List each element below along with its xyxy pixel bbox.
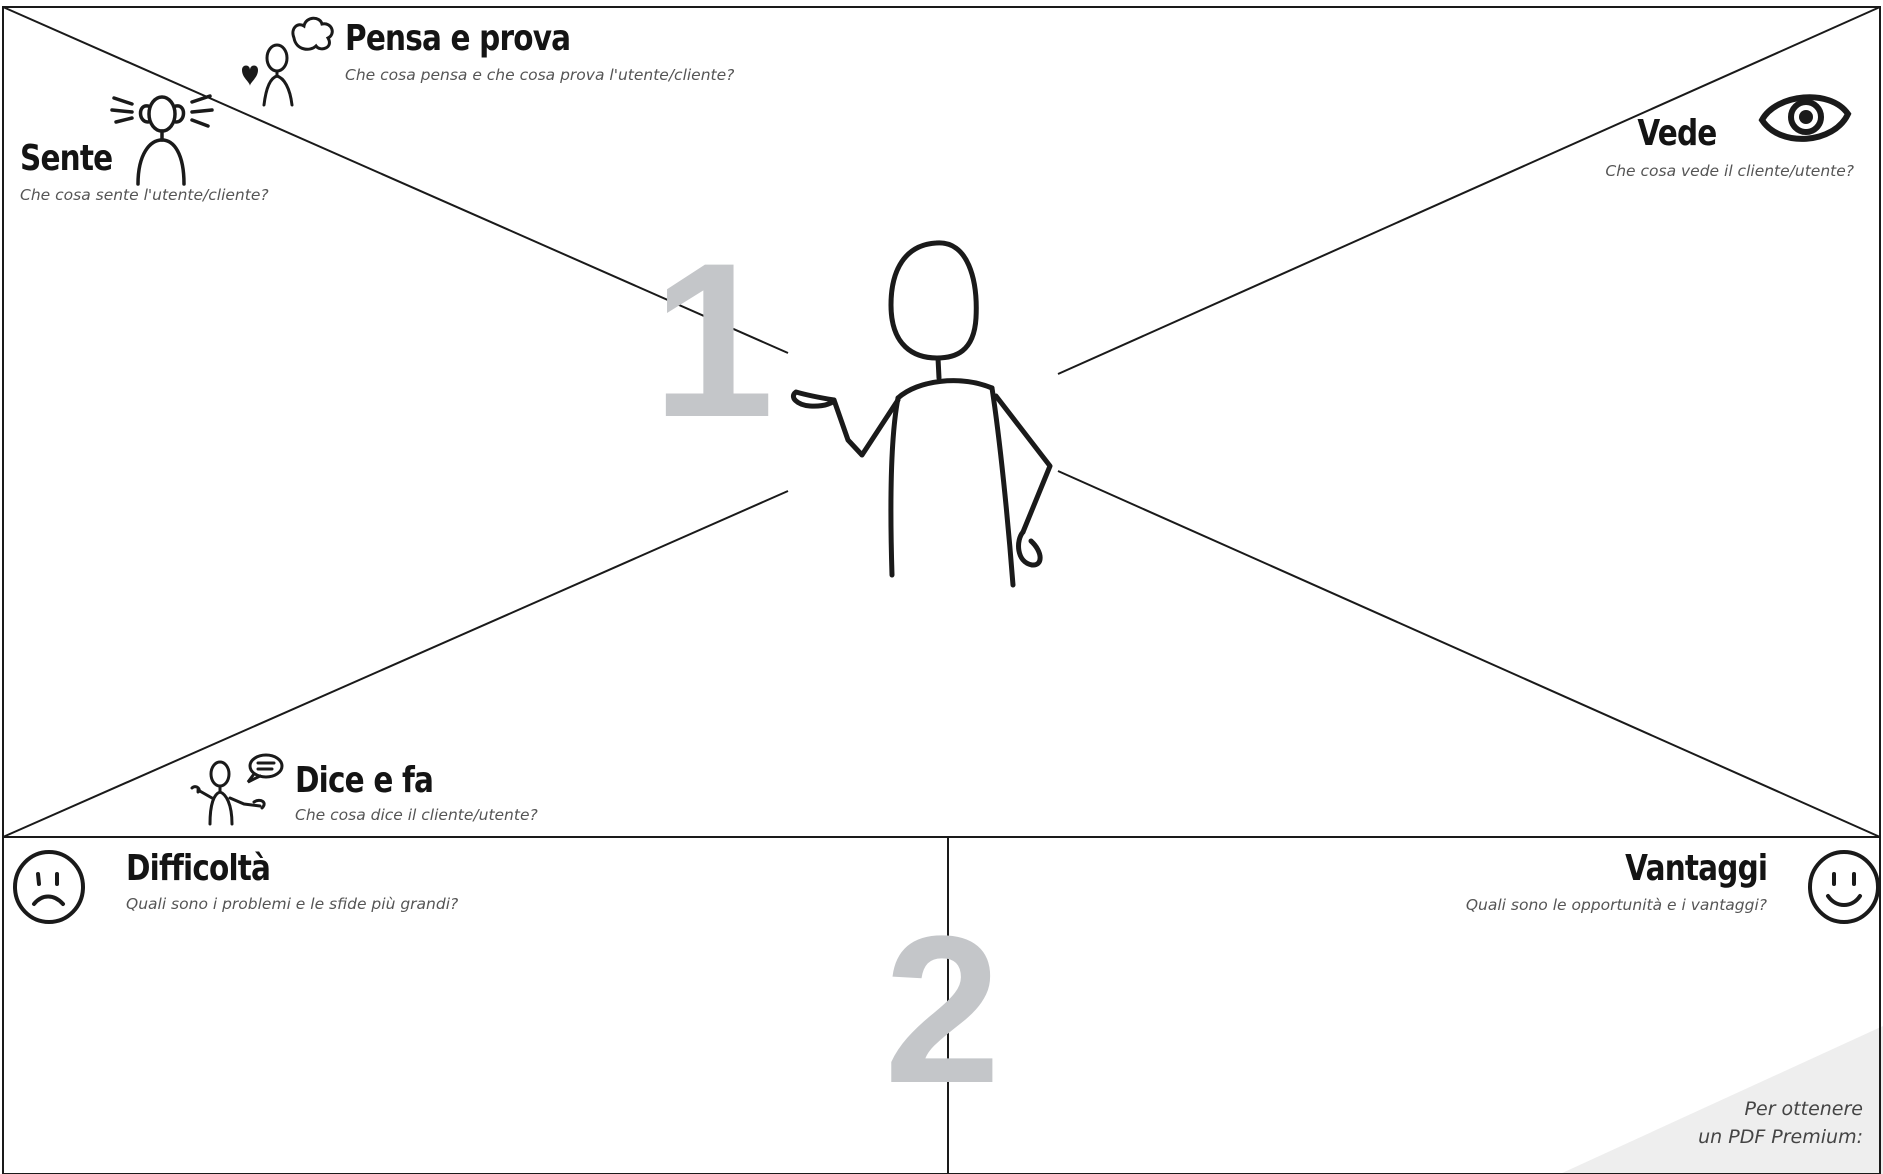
- pensa-title: Pensa e prova: [345, 18, 570, 59]
- promo-line-1: Per ottenere: [1745, 1098, 1863, 1120]
- happy-face-icon: [1804, 848, 1883, 928]
- diagonal-top-right: [1058, 7, 1880, 374]
- eye-icon: [1756, 84, 1856, 154]
- section-number-2: 2: [884, 905, 1001, 1115]
- sente-title: Sente: [20, 138, 112, 179]
- talking-person-icon: [188, 752, 288, 827]
- pensa-subtitle: Che cosa pensa e che cosa prova l'utente…: [345, 66, 734, 84]
- vede-title: Vede: [1637, 113, 1716, 154]
- listening-person-icon: [108, 92, 218, 187]
- sente-subtitle: Che cosa sente l'utente/cliente?: [20, 186, 269, 204]
- promo-line-2: un PDF Premium:: [1698, 1126, 1863, 1148]
- dice-subtitle: Che cosa dice il cliente/utente?: [295, 806, 538, 824]
- sad-face-icon: [10, 848, 90, 928]
- diagonal-bottom-right: [1058, 471, 1880, 837]
- vantaggi-title: Vantaggi: [1625, 848, 1767, 889]
- vede-subtitle: Che cosa vede il cliente/utente?: [1605, 162, 1854, 180]
- vantaggi-subtitle: Quali sono le opportunità e i vantaggi?: [1466, 896, 1767, 914]
- central-person-icon: [793, 243, 1050, 585]
- thinking-person-icon: [232, 10, 342, 110]
- section-number-1: 1: [652, 230, 774, 450]
- dice-title: Dice e fa: [295, 760, 433, 801]
- difficolta-subtitle: Quali sono i problemi e le sfide più gra…: [126, 895, 458, 913]
- difficolta-title: Difficoltà: [126, 848, 270, 889]
